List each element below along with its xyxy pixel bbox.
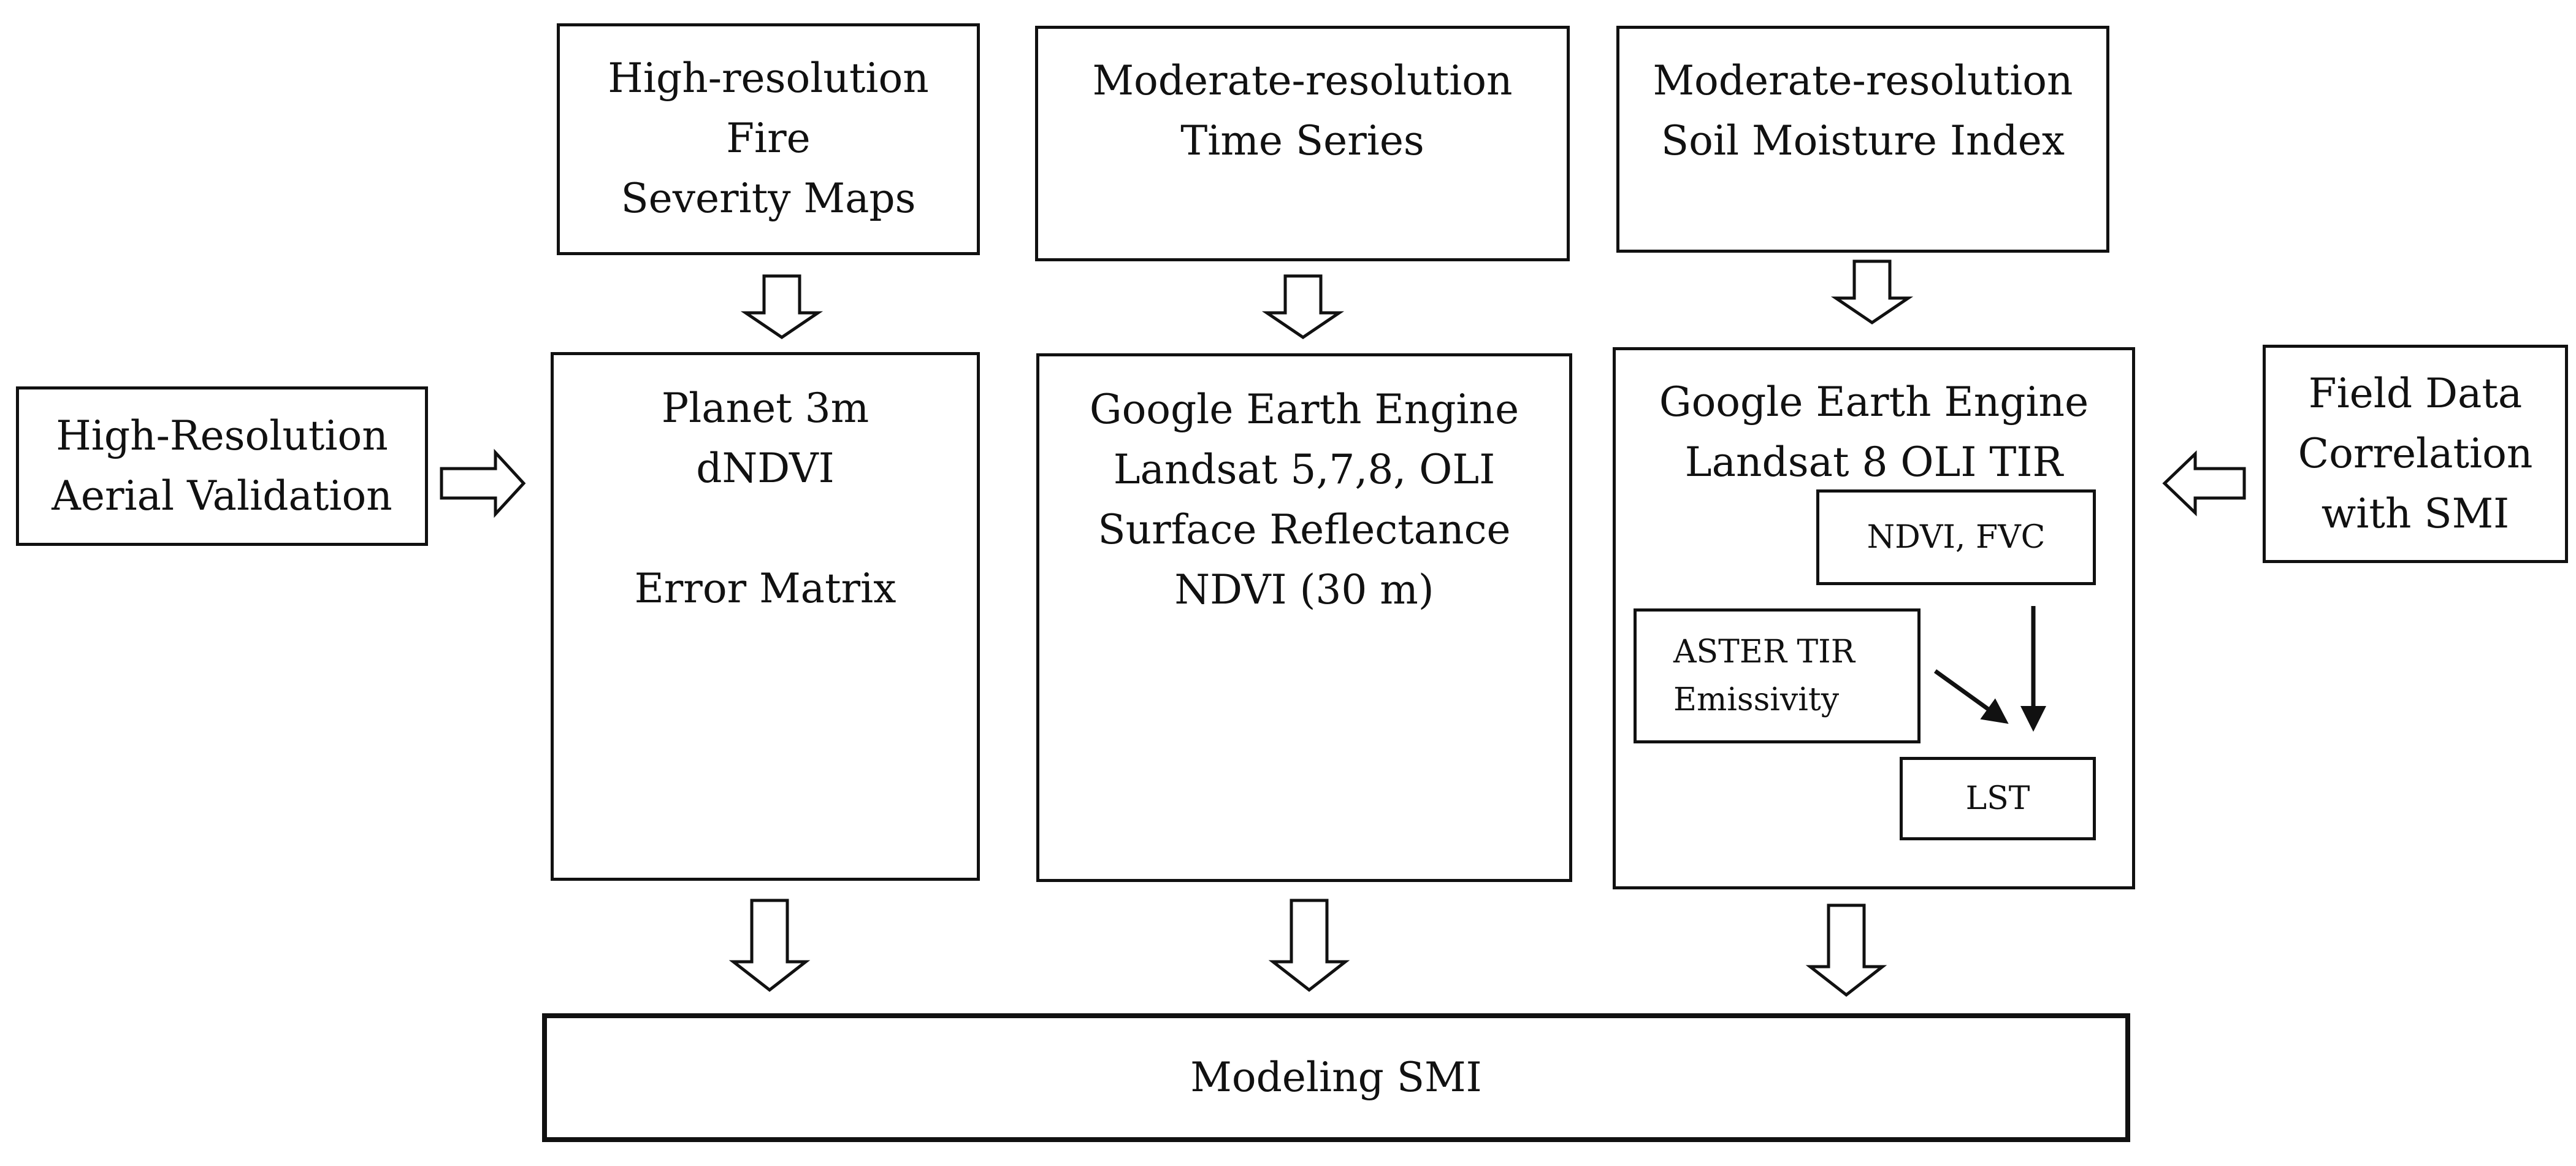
aerial-validation-box: High-Resolution Aerial Validation	[16, 386, 428, 546]
aerial-line-2: Aerial Validation	[52, 472, 392, 520]
lst-label: LST	[1965, 780, 2030, 817]
gee-ndvi-line-1: Google Earth Engine	[1089, 386, 1519, 433]
gee-tir-line-2: Landsat 8 OLI TIR	[1684, 439, 2063, 486]
down-arrow-planet-to-modeling	[728, 899, 811, 992]
fire-severity-line-3: Severity Maps	[621, 175, 916, 222]
modeling-smi-label: Modeling SMI	[1190, 1054, 1482, 1101]
down-arrow-tir-to-modeling	[1805, 903, 1887, 997]
field-line-3: with SMI	[2321, 490, 2510, 537]
aerial-line-1: High-Resolution	[56, 412, 388, 459]
fire-severity-line-2: Fire	[726, 115, 811, 162]
gee-landsat-ndvi-box: Google Earth Engine Landsat 5,7,8, OLI S…	[1036, 353, 1572, 882]
field-data-box: Field Data Correlation with SMI	[2263, 345, 2568, 563]
aster-line-2: Emissivity	[1673, 681, 1840, 718]
aster-tir-emissivity-box: ASTER TIR Emissivity	[1634, 608, 1921, 743]
right-arrow-aerial-to-planet	[440, 448, 526, 518]
down-arrow-soilmoisture-to-tir	[1830, 259, 1914, 325]
aster-line-1: ASTER TIR	[1673, 634, 1855, 670]
planet-dndvi-box: Planet 3m dNDVI Error Matrix	[551, 352, 980, 881]
down-arrow-gee-to-modeling	[1268, 899, 1350, 992]
soil-moisture-index-box: Moderate-resolution Soil Moisture Index	[1616, 26, 2109, 253]
time-series-line-2: Time Series	[1180, 117, 1424, 164]
lst-box: LST	[1900, 757, 2096, 840]
planet-line-1: Planet 3m	[661, 385, 869, 432]
fire-severity-maps-box: High-resolution Fire Severity Maps	[557, 23, 980, 255]
soil-moisture-line-1: Moderate-resolution	[1653, 57, 2073, 104]
gee-ndvi-line-4: NDVI (30 m)	[1174, 566, 1434, 613]
field-line-1: Field Data	[2308, 370, 2523, 417]
ndvi-fvc-label: NDVI, FVC	[1867, 519, 2046, 556]
fire-severity-line-1: High-resolution	[608, 55, 929, 102]
ndvi-fvc-box: NDVI, FVC	[1816, 489, 2096, 585]
planet-line-2: dNDVI	[696, 445, 835, 492]
field-line-2: Correlation	[2298, 430, 2533, 477]
left-arrow-field-to-tir	[2162, 450, 2246, 516]
gee-tir-line-1: Google Earth Engine	[1659, 378, 2089, 426]
down-arrow-timeseries-to-gee	[1261, 274, 1345, 340]
down-arrow-fire-to-planet	[740, 274, 824, 340]
planet-line-4: Error Matrix	[634, 565, 896, 612]
gee-ndvi-line-2: Landsat 5,7,8, OLI	[1113, 446, 1496, 493]
time-series-box: Moderate-resolution Time Series	[1035, 26, 1570, 261]
soil-moisture-line-2: Soil Moisture Index	[1661, 117, 2065, 164]
time-series-line-1: Moderate-resolution	[1092, 57, 1513, 104]
gee-ndvi-line-3: Surface Reflectance	[1098, 506, 1511, 553]
modeling-smi-box: Modeling SMI	[542, 1013, 2130, 1142]
